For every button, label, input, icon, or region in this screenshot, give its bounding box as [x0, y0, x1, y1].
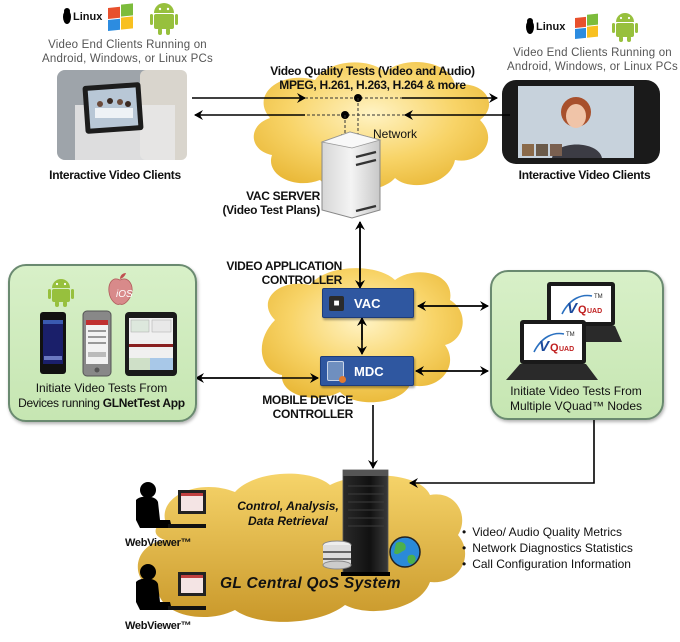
left-client-title: Interactive Video Clients [49, 168, 181, 182]
windows-logo-icon [575, 13, 598, 39]
qos-metrics-list: Video/ Audio Quality Metrics Network Dia… [462, 524, 633, 572]
vac-caption-line2: CONTROLLER [261, 273, 343, 287]
apple-ios-icon [108, 273, 133, 305]
database-icon [322, 540, 352, 570]
android-robot-icon [48, 279, 74, 307]
vac-caption-line1: VIDEO APPLICATION [226, 259, 342, 273]
globe-icon [389, 536, 421, 568]
vac-server-line2: (Video Test Plans) [222, 203, 320, 217]
svg-text:UAD: UAD [559, 346, 574, 353]
webviewer-user-1 [136, 482, 206, 528]
mdc-caption: MOBILE DEVICE CONTROLLER [220, 393, 353, 421]
mdc-label: MDC [354, 363, 384, 379]
svg-text:Q: Q [550, 342, 559, 354]
mobile-device-icon [327, 361, 346, 383]
metric-item: Call Configuration Information [462, 556, 633, 572]
ios-label: iOS [116, 289, 133, 300]
glnettest-caption-line1: Initiate Video Tests From [35, 381, 168, 395]
glnettest-prefix: Devices running [18, 396, 103, 410]
vac-server-icon [320, 131, 382, 219]
vquad-caption-line2: Multiple VQuad™ Nodes [509, 399, 643, 413]
right-client-title: Interactive Video Clients [518, 168, 651, 182]
tests-line2: MPEG, H.261, H.263, H.264 & more [279, 78, 466, 92]
linux-tux-icon [526, 18, 534, 34]
qos-caption-line2: Data Retrieval [247, 514, 329, 528]
left-client-caption-line1: Video End Clients Running on [48, 39, 207, 51]
vac-button[interactable]: ■ VAC [322, 288, 414, 318]
vac-server-line1: VAC SERVER [246, 189, 320, 203]
vac-caption: VIDEO APPLICATION CONTROLLER [180, 259, 342, 287]
linux-label-left: Linux [73, 11, 103, 23]
controller-arrows [195, 221, 595, 488]
iphone-device [82, 310, 112, 377]
smartphone-video-call [502, 80, 660, 164]
os-icons-left [63, 3, 178, 35]
right-client-caption-line1: Video End Clients Running on [513, 47, 672, 59]
svg-text:UAD: UAD [587, 308, 602, 315]
mdc-caption-line2: CONTROLLER [272, 407, 354, 421]
svg-text:V: V [539, 338, 551, 355]
windows-logo-icon [108, 3, 133, 31]
qos-control-caption: Control, Analysis, Data Retrieval [228, 499, 348, 529]
metric-item: Video/ Audio Quality Metrics [462, 524, 633, 540]
os-icons-right [526, 13, 638, 42]
tablet-user-photo [57, 70, 187, 160]
right-client-caption-line2: Android, Windows, or Linux PCs [507, 61, 678, 73]
status-dot-icon [339, 376, 346, 383]
webviewer-label-2[interactable]: WebViewer™ [125, 620, 192, 632]
video-quality-tests-label: Video Quality Tests (Video and Audio) MP… [250, 64, 495, 92]
linux-label-right: Linux [536, 21, 566, 33]
tests-line1: Video Quality Tests (Video and Audio) [270, 64, 475, 78]
svg-text:Q: Q [578, 304, 587, 316]
qos-system-title: GL Central QoS System [220, 575, 401, 592]
mdc-caption-line1: MOBILE DEVICE [262, 393, 353, 407]
webviewer-user-2 [136, 564, 206, 610]
left-client-caption-line2: Android, Windows, or Linux PCs [42, 53, 213, 65]
metric-item: Network Diagnostics Statistics [462, 540, 633, 556]
svg-text:TM: TM [594, 294, 603, 300]
svg-text:TM: TM [566, 332, 575, 338]
right-client-caption: Video End Clients Running on Android, Wi… [505, 46, 680, 74]
glnettest-app-name: GLNetTest App [102, 396, 185, 410]
webviewer-label-1[interactable]: WebViewer™ [125, 537, 192, 549]
svg-text:V: V [567, 300, 579, 317]
ipad-device [125, 312, 177, 376]
video-camera-icon: ■ [329, 295, 344, 311]
vac-server-label: VAC SERVER (Video Test Plans) [200, 189, 320, 217]
left-client-caption: Video End Clients Running on Android, Wi… [40, 38, 215, 66]
vac-label: VAC [354, 295, 381, 311]
android-phone-device [40, 312, 66, 374]
network-label: Network [373, 127, 418, 141]
linux-tux-icon [63, 8, 71, 24]
mdc-button[interactable]: MDC [320, 356, 414, 386]
vquad-caption-line1: Initiate Video Tests From [510, 384, 642, 398]
vquad-box-caption: Initiate Video Tests From Multiple VQuad… [492, 384, 660, 414]
android-robot-icon [150, 3, 178, 35]
android-robot-icon [612, 13, 638, 42]
vquad-laptop-front: V Q UAD TM [506, 320, 598, 380]
glnettest-caption-line2: Devices running GLNetTest App [10, 396, 193, 411]
network-cloud [253, 62, 490, 192]
qos-caption-line1: Control, Analysis, [237, 499, 339, 513]
glnettest-box-caption: Initiate Video Tests From Devices runnin… [10, 381, 193, 411]
